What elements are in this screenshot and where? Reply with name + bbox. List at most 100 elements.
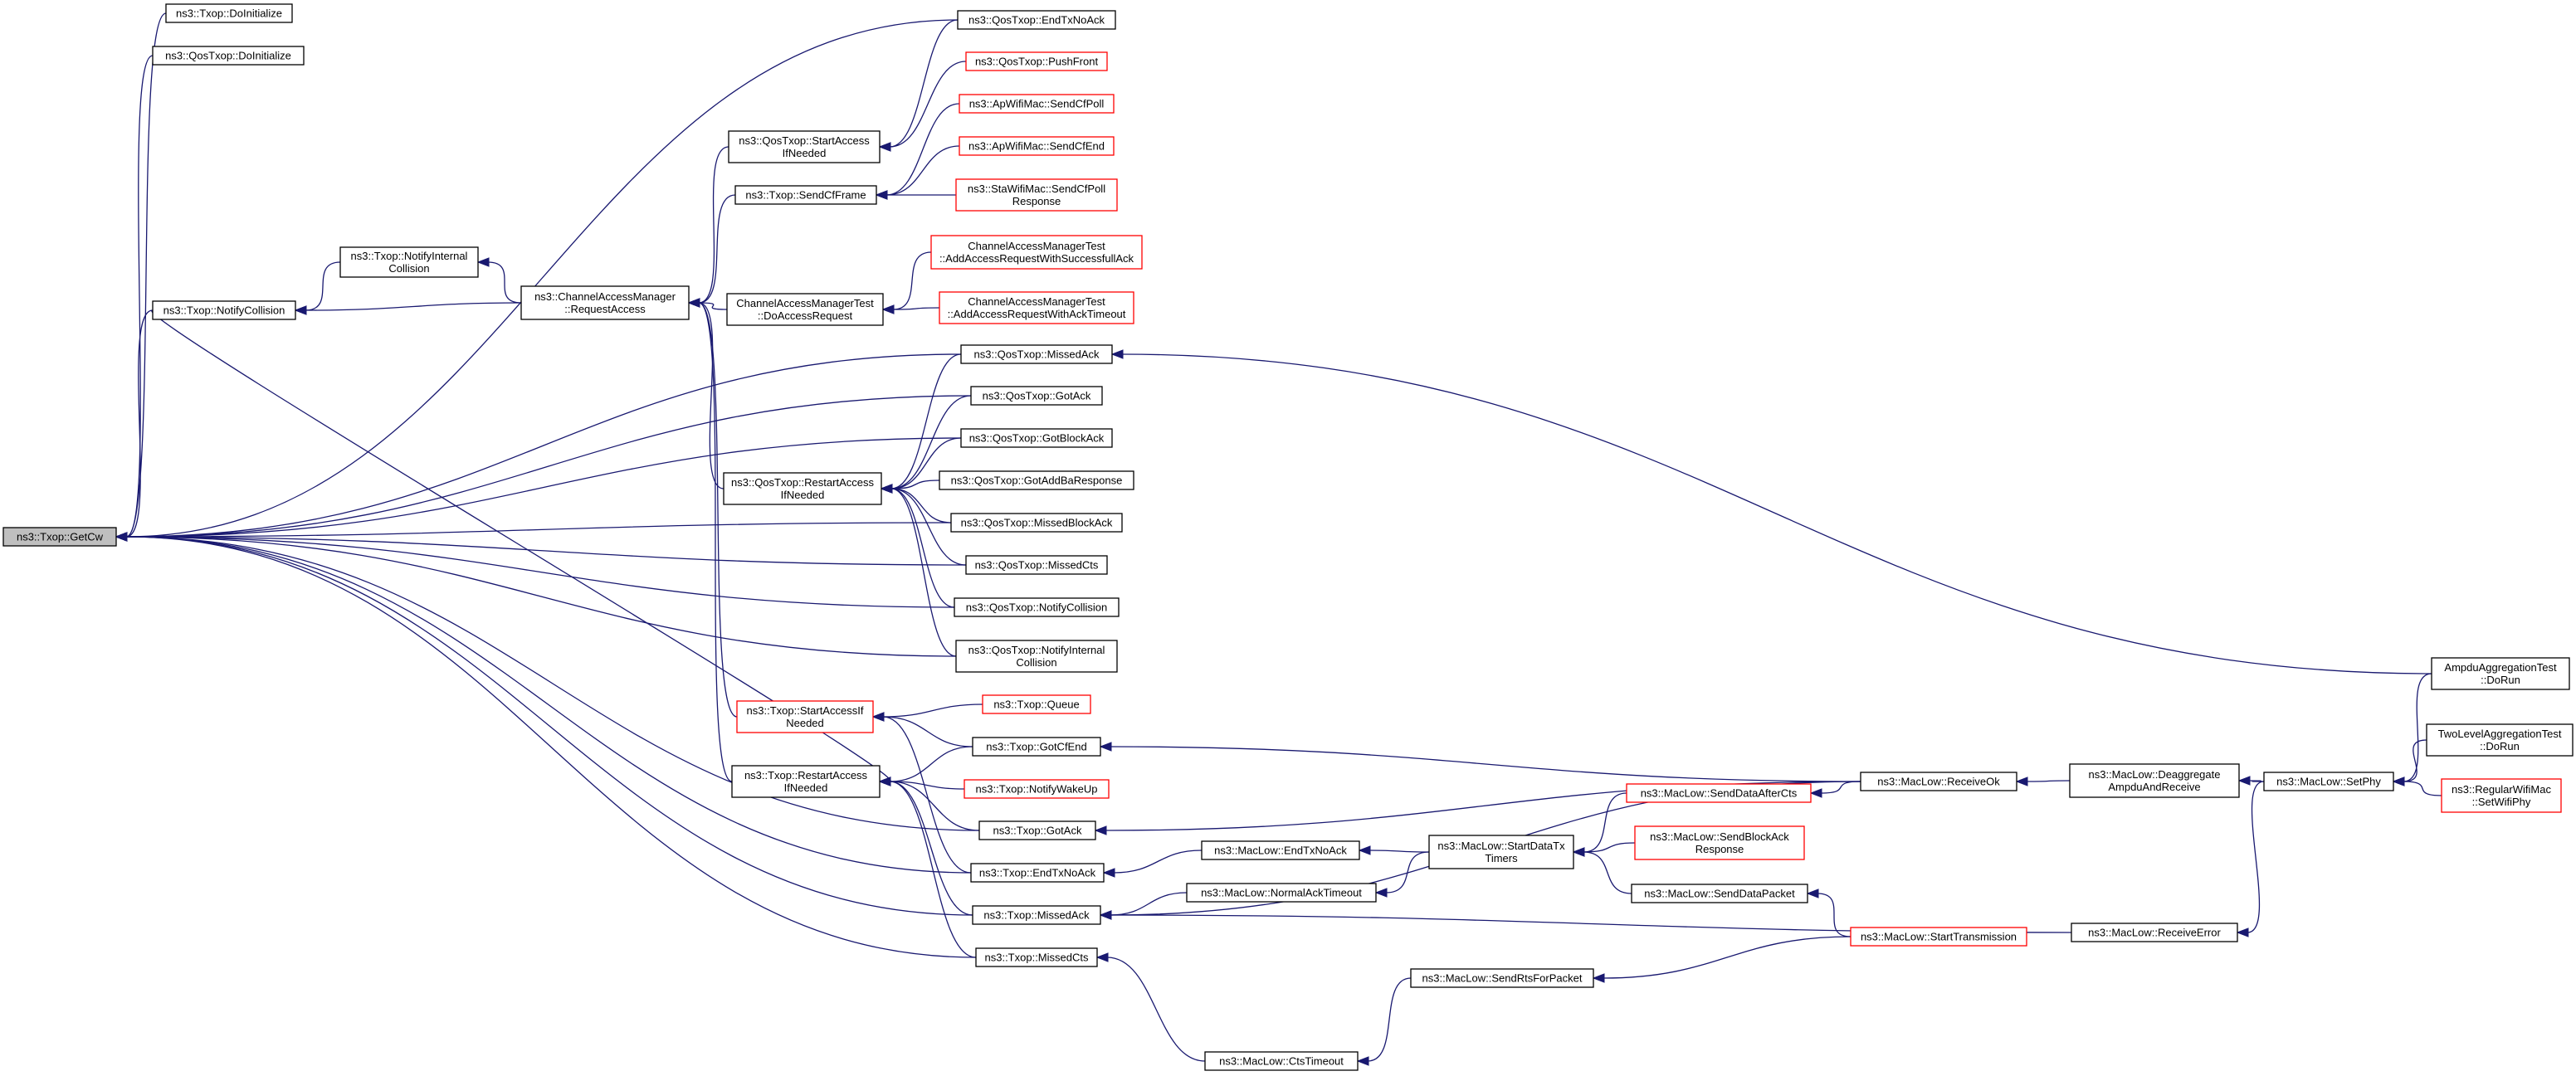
node-qos_gotaddba[interactable]: ns3::QosTxop::GotAddBaResponse bbox=[939, 470, 1134, 490]
node-qos_gotblockack[interactable]: ns3::QosTxop::GotBlockAck bbox=[960, 428, 1113, 448]
node-mac_sendrts[interactable]: ns3::MacLow::SendRtsForPacket bbox=[1410, 968, 1594, 988]
call-edge-camtest_success-to-camtest_doaccess bbox=[892, 251, 932, 310]
node-box bbox=[2071, 923, 2238, 942]
node-box bbox=[960, 428, 1113, 448]
node-txop_notifycoll[interactable]: ns3::Txop::NotifyCollision bbox=[152, 300, 296, 320]
node-mac_senddatapacket[interactable]: ns3::MacLow::SendDataPacket bbox=[1631, 884, 1808, 903]
node-box bbox=[978, 820, 1096, 840]
call-edge-txop_notifywake-to-txop_restart bbox=[889, 781, 965, 790]
call-edge-qos_pushfront-to-qos_startaccess bbox=[889, 61, 967, 148]
node-camtest_timeout[interactable]: ChannelAccessManagerTest::AddAccessReque… bbox=[939, 291, 1134, 324]
node-ap_sendcfpoll[interactable]: ns3::ApWifiMac::SendCfPoll bbox=[959, 94, 1115, 114]
node-txop_gotcfend[interactable]: ns3::Txop::GotCfEnd bbox=[972, 737, 1101, 757]
node-label: ns3::MacLow::Deaggregate bbox=[2089, 768, 2221, 781]
node-txop_doinit[interactable]: ns3::Txop::DoInitialize bbox=[165, 3, 293, 23]
node-box bbox=[165, 3, 293, 23]
node-mac_endtxnoack[interactable]: ns3::MacLow::EndTxNoAck bbox=[1201, 840, 1360, 860]
node-twolevel_test[interactable]: TwoLevelAggregationTest::DoRun bbox=[2426, 723, 2574, 757]
call-edge-ampdu_test-to-qos_missedack bbox=[1121, 353, 2432, 674]
node-txop_missedcts[interactable]: ns3::Txop::MissedCts bbox=[975, 947, 1098, 967]
call-edge-txop_missedcts-to-getcw bbox=[125, 536, 977, 958]
node-box bbox=[728, 130, 881, 163]
node-label: ns3::QosTxop::GotBlockAck bbox=[969, 432, 1105, 445]
node-mac_senddataaftercts[interactable]: ns3::MacLow::SendDataAfterCts bbox=[1626, 783, 1812, 803]
call-edge-mac_starttrans-to-mac_senddatapacket bbox=[1817, 893, 1852, 937]
node-box bbox=[1850, 927, 2027, 947]
call-edge-mac_senddatapacket-to-mac_startdatatx bbox=[1583, 851, 1632, 894]
node-qos_endtxnoack[interactable]: ns3::QosTxop::EndTxNoAck bbox=[957, 10, 1116, 30]
node-camtest_doaccess[interactable]: ChannelAccessManagerTest::DoAccessReques… bbox=[726, 293, 884, 326]
node-qos_doinit[interactable]: ns3::QosTxop::DoInitialize bbox=[152, 46, 305, 66]
node-txop_missedack[interactable]: ns3::Txop::MissedAck bbox=[972, 905, 1101, 925]
node-txop_notifywake[interactable]: ns3::Txop::NotifyWakeUp bbox=[964, 779, 1110, 799]
node-label: ChannelAccessManagerTest bbox=[736, 297, 874, 309]
node-getcw[interactable]: ns3::Txop::GetCw bbox=[2, 527, 117, 547]
node-label: ns3::Txop::GetCw bbox=[17, 531, 104, 543]
node-camtest_success[interactable]: ChannelAccessManagerTest::AddAccessReque… bbox=[930, 235, 1143, 270]
node-mac_receiveerror[interactable]: ns3::MacLow::ReceiveError bbox=[2071, 923, 2238, 942]
call-edge-qos_notifycoll-to-qos_restart bbox=[890, 488, 955, 608]
node-qos_pushfront[interactable]: ns3::QosTxop::PushFront bbox=[965, 51, 1108, 71]
node-box bbox=[2431, 657, 2570, 690]
call-edge-qos_missedcts-to-qos_restart bbox=[890, 488, 967, 566]
node-label: ns3::Txop::RestartAccess bbox=[744, 769, 868, 781]
node-label: Collision bbox=[1016, 656, 1056, 669]
node-label: ns3::MacLow::ReceiveOk bbox=[1877, 776, 2000, 788]
node-txop_queue[interactable]: ns3::Txop::Queue bbox=[982, 694, 1091, 714]
node-label: AmpduAndReceive bbox=[2108, 781, 2200, 793]
node-qos_missedcts[interactable]: ns3::QosTxop::MissedCts bbox=[965, 555, 1108, 575]
call-edge-twolevel_test-to-mac_setphy bbox=[2403, 739, 2427, 782]
arrowhead-icon bbox=[2392, 777, 2405, 786]
call-edge-qos_gotblockack-to-getcw bbox=[125, 437, 962, 538]
node-box bbox=[970, 863, 1105, 883]
node-qos_missedblockack[interactable]: ns3::QosTxop::MissedBlockAck bbox=[950, 513, 1123, 533]
call-edge-mac_senddataaftercts-to-mac_startdatatx bbox=[1583, 792, 1627, 853]
call-edge-mac_startdatatx-to-mac_endtxnoack bbox=[1368, 850, 1430, 853]
node-txop_endtxnoack[interactable]: ns3::Txop::EndTxNoAck bbox=[970, 863, 1105, 883]
call-edge-mac_sendblockack-to-mac_startdatatx bbox=[1583, 842, 1636, 853]
node-box bbox=[2263, 772, 2394, 791]
node-mac_ctstimeout[interactable]: ns3::MacLow::CtsTimeout bbox=[1204, 1051, 1359, 1071]
node-box bbox=[1860, 772, 2017, 791]
node-qos_notifycoll[interactable]: ns3::QosTxop::NotifyCollision bbox=[954, 597, 1120, 617]
call-edge-ap_sendcfend-to-txop_sendcf bbox=[886, 145, 960, 196]
node-qos_gotack[interactable]: ns3::QosTxop::GotAck bbox=[970, 386, 1103, 406]
node-regular_setwifiphy[interactable]: ns3::RegularWifiMac::SetWifiPhy bbox=[2441, 778, 2562, 813]
node-label: AmpduAggregationTest bbox=[2444, 661, 2557, 674]
arrowhead-icon bbox=[1102, 868, 1115, 878]
node-label: Response bbox=[1012, 195, 1061, 207]
node-mac_normalack[interactable]: ns3::MacLow::NormalAckTimeout bbox=[1186, 883, 1377, 903]
node-box bbox=[1634, 825, 1805, 860]
arrowhead-icon bbox=[294, 305, 307, 315]
call-edge-mac_sendrts-to-mac_ctstimeout bbox=[1367, 977, 1412, 1062]
node-label: ns3::MacLow::StartDataTx bbox=[1437, 840, 1565, 852]
node-mac_receiveok[interactable]: ns3::MacLow::ReceiveOk bbox=[1860, 772, 2017, 791]
node-qos_missedack[interactable]: ns3::QosTxop::MissedAck bbox=[960, 344, 1113, 364]
node-txop_sendcf[interactable]: ns3::Txop::SendCfFrame bbox=[734, 185, 877, 205]
node-label: ns3::MacLow::NormalAckTimeout bbox=[1201, 887, 1362, 899]
node-ampdu_test[interactable]: AmpduAggregationTest::DoRun bbox=[2431, 657, 2570, 690]
node-cam_reqaccess[interactable]: ns3::ChannelAccessManager::RequestAccess bbox=[520, 285, 690, 320]
node-label: IfNeeded bbox=[781, 489, 825, 501]
call-edge-ampdu_test-to-mac_setphy bbox=[2403, 673, 2432, 782]
node-mac_starttrans[interactable]: ns3::MacLow::StartTransmission bbox=[1850, 927, 2027, 947]
node-txop_gotack[interactable]: ns3::Txop::GotAck bbox=[978, 820, 1096, 840]
call-edge-qos_endtxnoack-to-qos_startaccess bbox=[889, 19, 959, 148]
node-mac_setphy[interactable]: ns3::MacLow::SetPhy bbox=[2263, 772, 2394, 791]
node-label: ns3::QosTxop::GotAck bbox=[983, 390, 1091, 402]
node-label: ChannelAccessManagerTest bbox=[968, 240, 1105, 252]
node-box bbox=[1186, 883, 1377, 903]
call-edge-txop_notifycoll-to-txop_restart bbox=[151, 309, 891, 782]
node-label: ::RequestAccess bbox=[564, 303, 646, 315]
node-ap_sendcfend[interactable]: ns3::ApWifiMac::SendCfEnd bbox=[959, 136, 1115, 156]
